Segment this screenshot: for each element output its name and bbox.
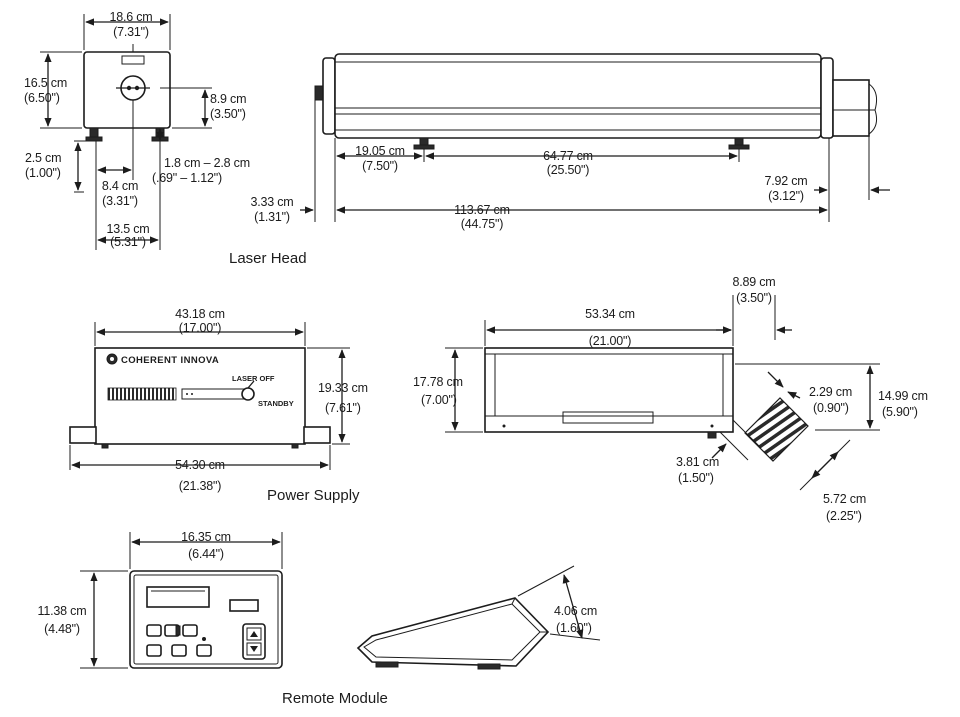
- power-supply-front-view: COHERENT INNOVA LASER OFF STANDBY 43.18 …: [69, 307, 368, 504]
- remote-module-side-view: 4.06 cm (1.60"): [356, 565, 601, 670]
- head-length-in: (44.75"): [461, 217, 503, 231]
- remote-depth-cm: 4.06 cm: [554, 604, 597, 618]
- remote-height-cm: 11.38 cm: [38, 604, 87, 618]
- remote-width-cm: 16.35 cm: [181, 530, 231, 544]
- rear-extension-cm: 7.92 cm: [764, 174, 807, 188]
- beam-offset-in: (3.31"): [102, 194, 138, 208]
- ps-side-height-in: (7.00"): [421, 393, 457, 407]
- hose-offset-in: (3.50"): [736, 291, 772, 305]
- remote-depth-in: (1.60"): [556, 621, 592, 635]
- front-extension-in: (1.31"): [254, 210, 290, 224]
- key-switch-icon: [241, 380, 255, 401]
- remote-key-1: [146, 624, 162, 637]
- chevron-down-icon: [250, 646, 258, 652]
- foot-height-cm: 2.5 cm: [25, 151, 61, 165]
- ps-front-width-in: (17.00"): [179, 321, 221, 335]
- hose-diameter-in: (0.90"): [813, 401, 849, 415]
- front-foot-cm: 19.05 cm: [355, 144, 405, 158]
- head-width-cm: 18.6 cm: [109, 10, 152, 24]
- hose-icon: [744, 397, 809, 462]
- vent-grille: [107, 387, 177, 401]
- foot-adjust-in: (.69" – 1.12"): [152, 171, 222, 185]
- hose-diameter-cm: 2.29 cm: [809, 385, 852, 399]
- coherent-logo-icon: [106, 353, 118, 365]
- hose-outer-cm: 5.72 cm: [823, 492, 866, 506]
- laser-head-caption: Laser Head: [229, 250, 307, 267]
- remote-module-front-view: 16.35 cm (6.44") 11.38 cm (4.48") Remote…: [38, 530, 388, 707]
- hose-offset-cm: 8.89 cm: [732, 275, 775, 289]
- brand-name: COHERENT INNOVA: [121, 355, 219, 366]
- head-height-cm: 16.5 cm: [24, 76, 67, 90]
- beam-offset-cm: 8.4 cm: [102, 179, 138, 193]
- standby-label: STANDBY: [258, 399, 294, 408]
- hose-outer-in: (2.25"): [826, 509, 862, 523]
- chevron-up-icon: [250, 631, 258, 637]
- laser-off-label: LASER OFF: [232, 374, 275, 383]
- remote-module-caption: Remote Module: [282, 690, 388, 707]
- foot-span-in: (25.50"): [547, 163, 589, 177]
- remote-key-4: [146, 644, 162, 657]
- remote-key-3: [182, 624, 198, 637]
- remote-key-5: [171, 644, 187, 657]
- ps-height-in: (7.61"): [325, 401, 361, 415]
- hose-gap-cm: 3.81 cm: [676, 455, 719, 469]
- ps-front-width-cm: 43.18 cm: [175, 307, 225, 321]
- ps-overall-width-in: (21.38"): [179, 479, 221, 493]
- foot-adjust-cm: 1.8 cm – 2.8 cm: [164, 156, 250, 170]
- ps-side-height-cm: 17.78 cm: [413, 375, 463, 389]
- remote-display: [146, 586, 210, 608]
- remote-updown-rocker: [242, 623, 266, 660]
- head-height-in: (6.50"): [24, 91, 60, 105]
- power-supply-caption: Power Supply: [267, 487, 360, 504]
- head-length-cm: 113.67 cm: [454, 203, 510, 217]
- ps-depth-cm: 53.34 cm: [585, 307, 635, 321]
- head-width-in: (7.31"): [113, 25, 149, 39]
- hose-gap-in: (1.50"): [678, 471, 714, 485]
- ps-overall-width-cm: 54.30 cm: [175, 458, 225, 472]
- laser-head-end-view: 18.6 cm (7.31") 16.5 cm (6.50") 8.9 cm (…: [24, 10, 307, 267]
- foot-spacing-in: (5.31"): [110, 235, 146, 249]
- laser-head-side-view: 19.05 cm (7.50") 64.77 cm (25.50") 7.92 …: [250, 53, 890, 231]
- foot-span-cm: 64.77 cm: [543, 149, 593, 163]
- foot-height-in: (1.00"): [25, 166, 61, 180]
- front-extension-cm: 3.33 cm: [250, 195, 293, 209]
- hose-drop-cm: 14.99 cm: [878, 389, 928, 403]
- front-foot-in: (7.50"): [362, 159, 398, 173]
- rear-extension-in: (3.12"): [768, 189, 804, 203]
- foot-spacing-cm: 13.5 cm: [106, 222, 149, 236]
- beam-height-cm: 8.9 cm: [210, 92, 246, 106]
- power-supply-side-view: 53.34 cm (21.00") 8.89 cm (3.50") 17.78 …: [413, 275, 928, 523]
- remote-key-6: [196, 644, 212, 657]
- hose-drop-in: (5.90"): [882, 405, 918, 419]
- ps-height-cm: 19.33 cm: [318, 381, 368, 395]
- remote-height-in: (4.48"): [44, 622, 80, 636]
- remote-status-window: [229, 599, 259, 612]
- beam-height-in: (3.50"): [210, 107, 246, 121]
- remote-width-in: (6.44"): [188, 547, 224, 561]
- ps-depth-in: (21.00"): [589, 334, 631, 348]
